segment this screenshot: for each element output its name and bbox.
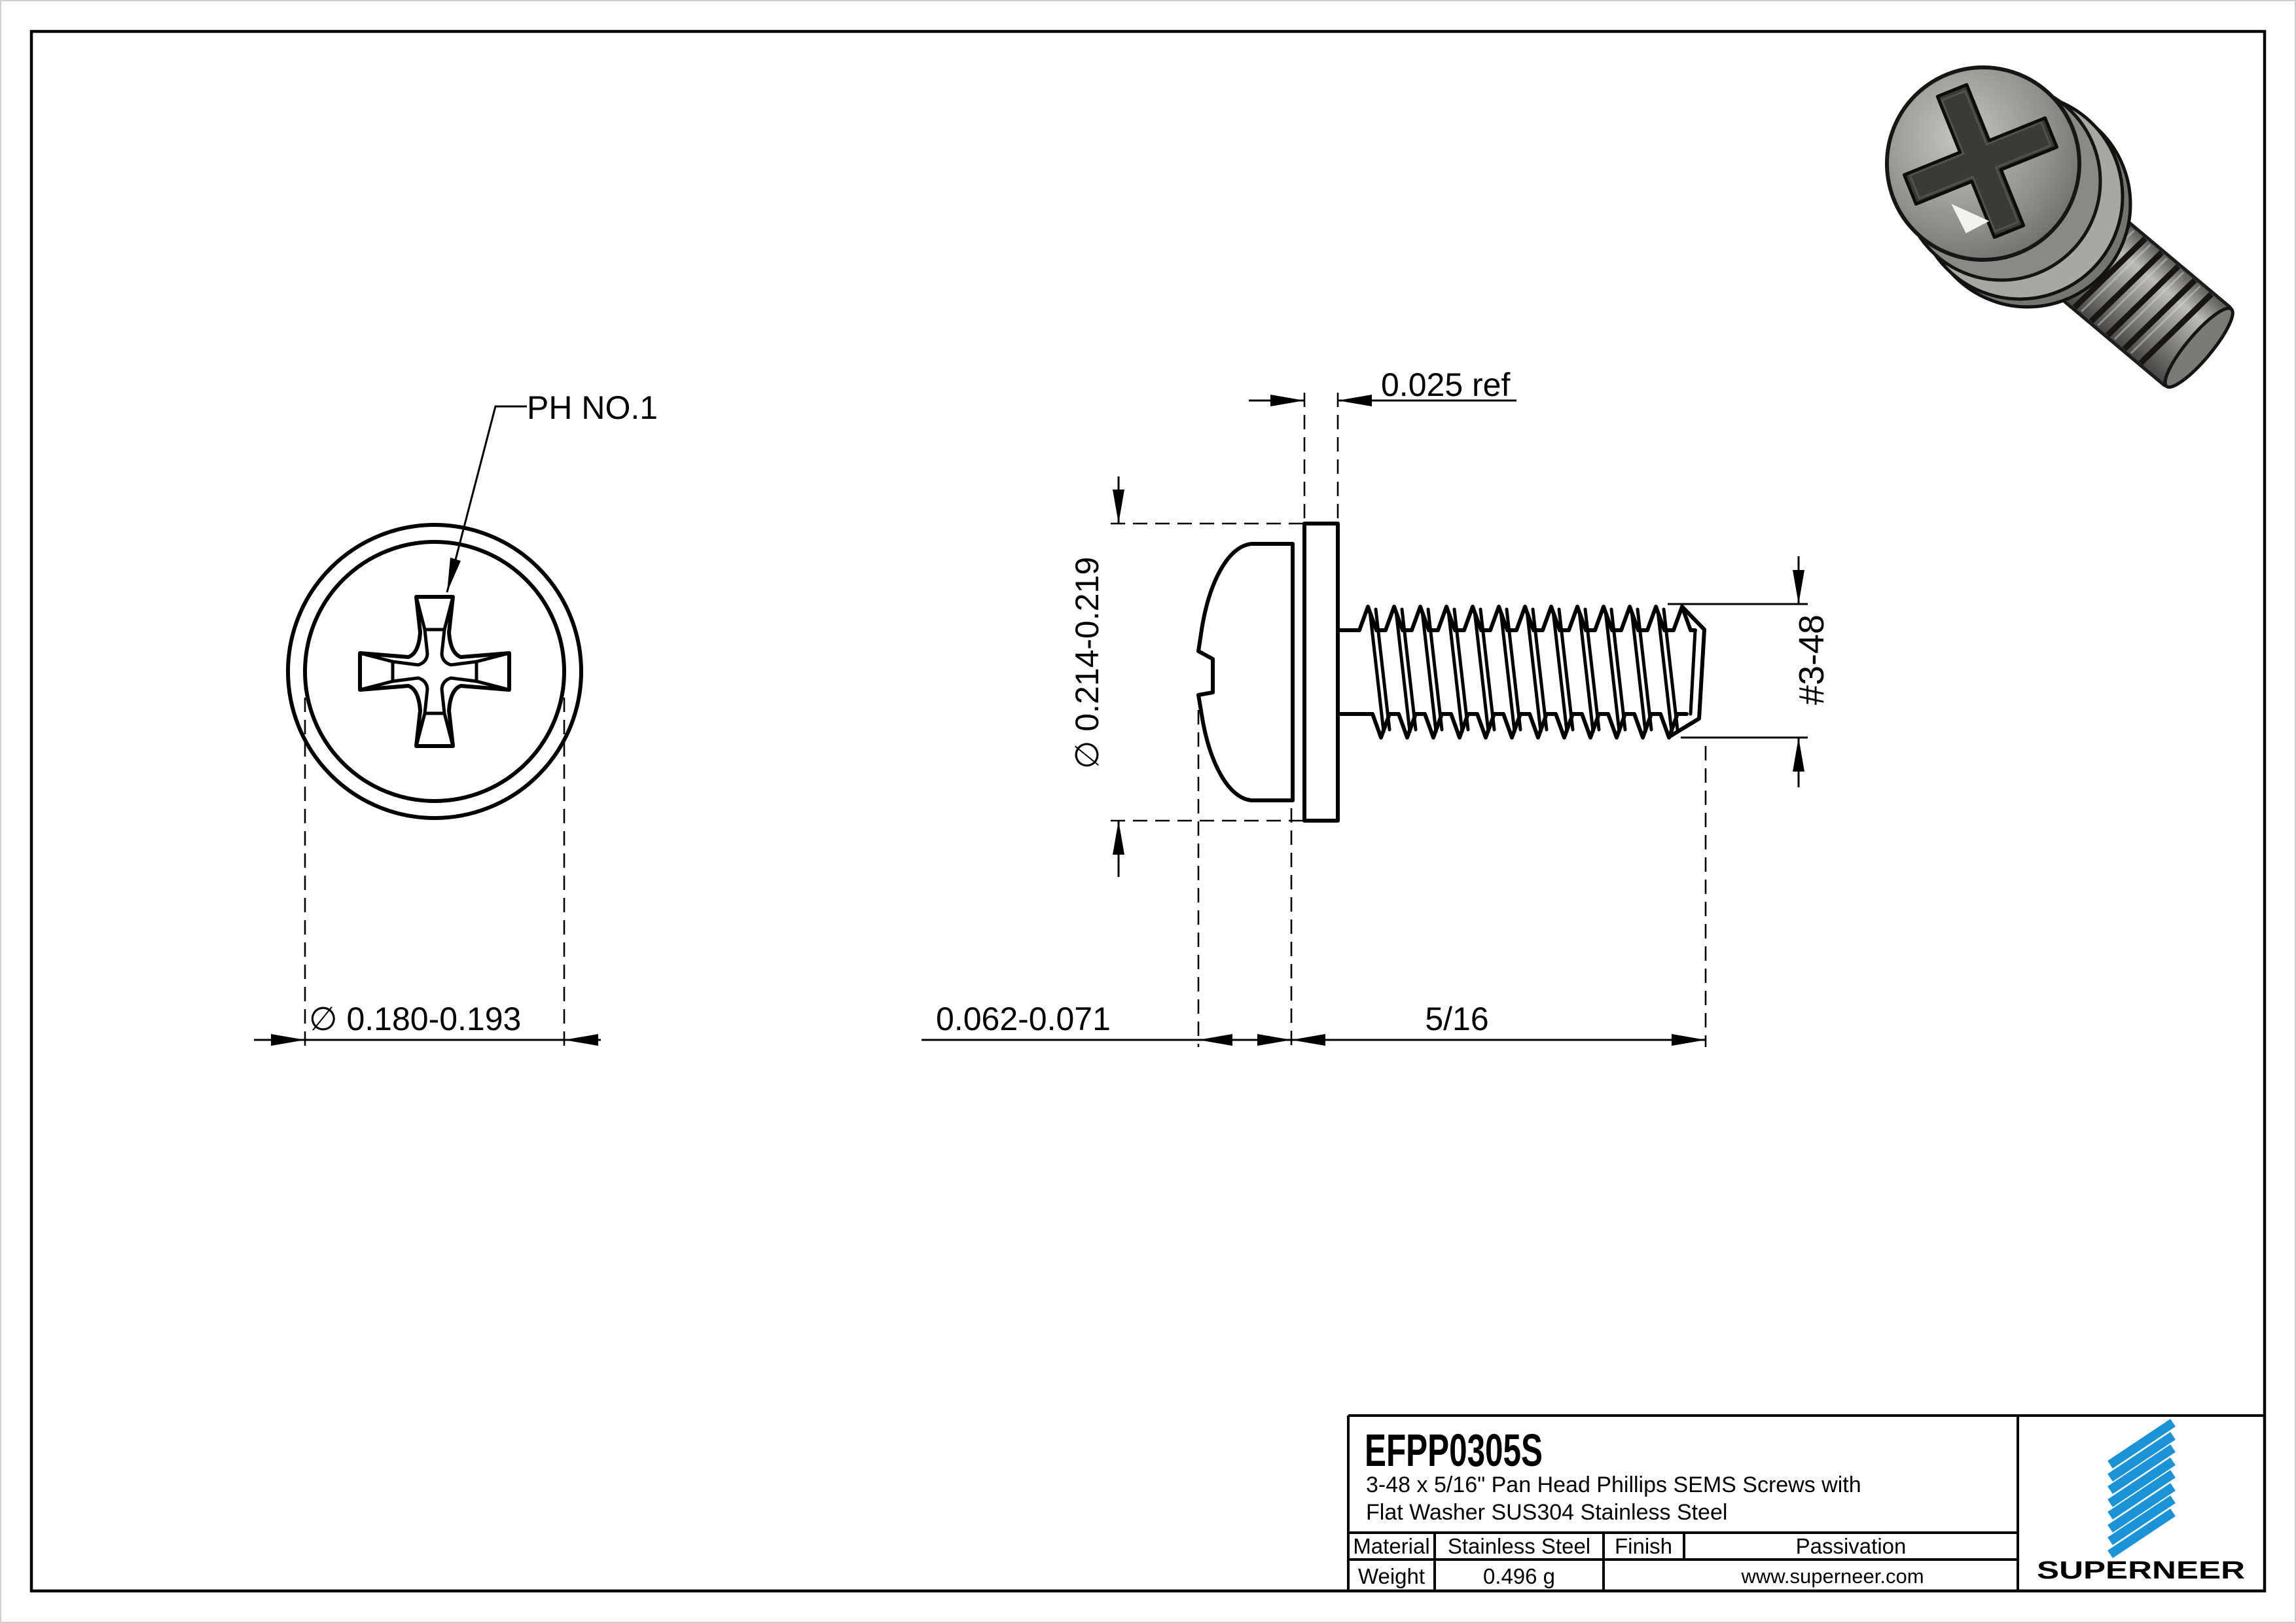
front-view: PH NO.1 ∅ 0.180-0.193: [254, 389, 658, 1047]
part-number: EFPP0305S: [1365, 1425, 1543, 1476]
brand-logo-stripes-icon: [2108, 1419, 2176, 1558]
render-3d: [1885, 65, 2234, 389]
length-dim-text: 5/16: [1425, 1001, 1488, 1037]
phillips-callout-label: PH NO.1: [527, 389, 658, 426]
drawing-frame: [29, 29, 2267, 1593]
weight-label: Weight: [1358, 1564, 1425, 1588]
callout-arrowhead: [447, 558, 461, 592]
brand-logo: SUPERNEER: [2037, 1419, 2245, 1584]
callout-leader-line: [446, 405, 527, 593]
weight-value: 0.496 g: [1483, 1564, 1555, 1588]
head-dia-dim-text: ∅ 0.180-0.193: [309, 1001, 521, 1037]
washer-thickness-dim-text: 0.025 ref: [1381, 366, 1510, 403]
thread-crest-bottom: [1353, 712, 1689, 740]
side-view: 0.025 ref ∅ 0.214-0.219 #3-48 0.062-0.07…: [922, 366, 1831, 1047]
finish-label: Finish: [1615, 1534, 1672, 1558]
website-link[interactable]: www.superneer.com: [1740, 1565, 1924, 1588]
brand-name: SUPERNEER: [2037, 1557, 2245, 1584]
description-line1: 3-48 x 5/16" Pan Head Phillips SEMS Scre…: [1366, 1472, 1861, 1497]
thread-end-chamfer: [1667, 605, 1706, 739]
pan-head-profile: [1196, 542, 1295, 802]
finish-value: Passivation: [1796, 1534, 1907, 1558]
thread-spec-dim-text: #3-48: [1792, 615, 1831, 705]
flat-washer: [1302, 522, 1340, 823]
render-phillips-recess: [1902, 82, 2059, 240]
description-line2: Flat Washer SUS304 Stainless Steel: [1366, 1500, 1727, 1525]
washer-od-dim-text: ∅ 0.214-0.219: [1069, 557, 1105, 769]
phillips-chamfer-lines: [358, 595, 511, 748]
head-height-dim-text: 0.062-0.071: [936, 1001, 1111, 1037]
title-block: EFPP0305S 3-48 x 5/16" Pan Head Phillips…: [1347, 1414, 2265, 1591]
material-label: Material: [1353, 1534, 1429, 1558]
material-value: Stainless Steel: [1448, 1534, 1590, 1558]
head-outline-circle: [303, 540, 566, 803]
